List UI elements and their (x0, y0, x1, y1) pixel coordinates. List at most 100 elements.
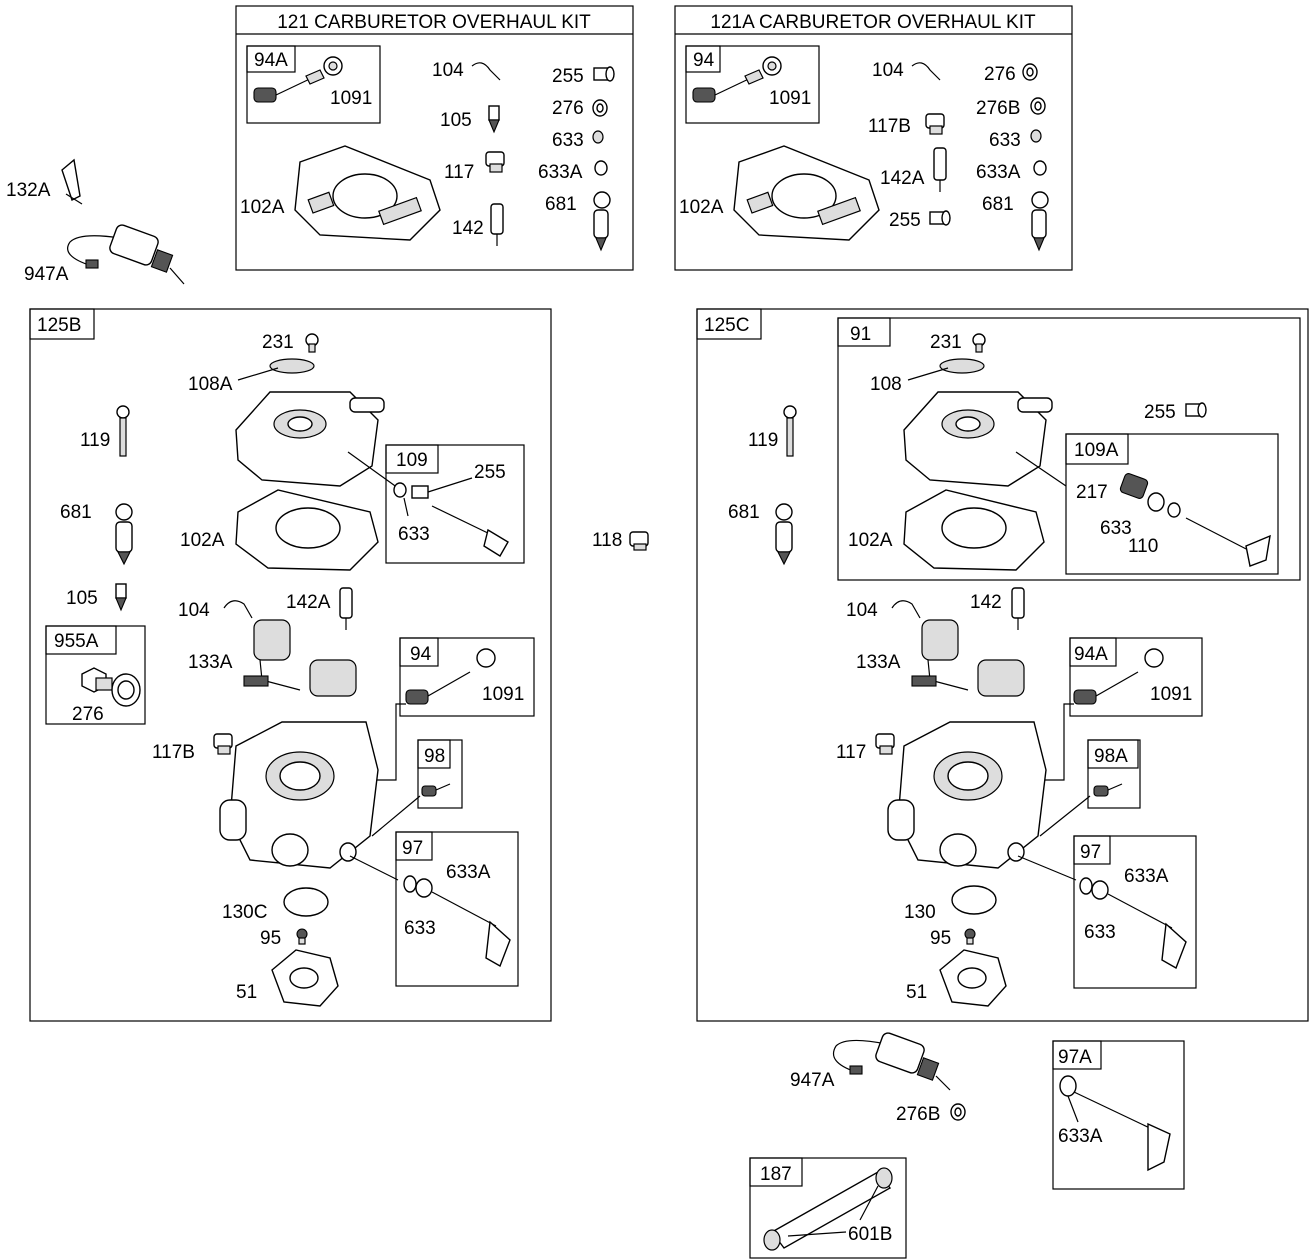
kit-121a-label-102a: 102A (679, 197, 724, 218)
screw-icon (296, 928, 308, 945)
bracket-icon (61, 158, 83, 205)
kit-121a-label-1091: 1091 (769, 88, 811, 109)
needle-valve-icon (405, 648, 496, 705)
label-118: 118 (592, 530, 622, 551)
clip-icon (223, 600, 253, 619)
leader-line (1017, 855, 1077, 881)
leader-line (859, 1185, 879, 1221)
bushing-icon (929, 210, 951, 226)
asm125c-label-95: 95 (930, 928, 951, 949)
bushing-icon (1185, 402, 1207, 418)
assembly-125c-group: 125C 91 231 108 255 102A 109A (696, 308, 1309, 1022)
assembly-125c-label: 125C (704, 315, 749, 336)
assembly-125c-frame (696, 308, 1309, 1022)
kit-121a-label-633a: 633A (976, 162, 1021, 183)
leader-line (362, 703, 406, 781)
kit-121-label-255: 255 (552, 66, 584, 87)
asm125c-label-142: 142 (970, 592, 1002, 613)
needle-valve-icon (253, 56, 343, 103)
cover-plate-icon (939, 358, 985, 374)
asm125b-label-105: 105 (66, 588, 98, 609)
sub-187-group: 187 601B (749, 1157, 907, 1259)
idle-screw-icon (1093, 783, 1123, 797)
fuel-hose-icon (763, 1167, 893, 1251)
asm125c-sub-91-frame (837, 317, 1301, 581)
label-947a-bottom: 947A (790, 1070, 835, 1091)
asm125c-sub-98a-label: 98A (1094, 746, 1128, 767)
asm125c-sub-97-label: 97 (1080, 842, 1101, 863)
asm125b-sub-955a-label: 955A (54, 631, 99, 652)
clip-icon (891, 600, 921, 619)
asm125c-label-681: 681 (728, 502, 760, 523)
choke-shaft-icon (1079, 877, 1187, 970)
asm125c-sub-97-frame (1073, 835, 1197, 989)
asm125b-sub-109-label-255: 255 (474, 462, 506, 483)
asm125b-label-51: 51 (236, 982, 257, 1003)
kit-121a-label-276b: 276B (976, 98, 1020, 119)
kit-121-title: 121 CARBURETOR OVERHAUL KIT (277, 12, 591, 33)
kit-121-sub-94a-frame (246, 45, 381, 124)
asm125b-sub-109-tag (385, 444, 439, 474)
screw-icon (305, 333, 319, 353)
asm125c-sub-109a-label-217: 217 (1076, 482, 1108, 503)
asm125c-sub-91-label-255: 255 (1144, 402, 1176, 423)
leader-line (347, 451, 399, 489)
asm125b-sub-97-label-633a: 633A (446, 862, 491, 883)
leader-line (1015, 451, 1067, 487)
kit-121-label-105: 105 (440, 110, 472, 131)
bushing-icon (593, 66, 615, 82)
asm125b-label-130c: 130C (222, 902, 267, 923)
clip-icon (471, 62, 501, 81)
screw-icon (972, 333, 986, 353)
kit-121a-label-276: 276 (984, 64, 1016, 85)
primer-bulb-icon (115, 503, 133, 566)
kit-121-label-102a: 102A (240, 197, 285, 218)
leader-line (907, 367, 949, 381)
asm125b-sub-98-tag (417, 739, 451, 769)
asm125c-sub-91-tag (837, 317, 891, 347)
cover-plate-icon (269, 358, 315, 374)
asm125c-sub-109a-label: 109A (1074, 440, 1119, 461)
carburetor-cover-icon (903, 391, 1053, 487)
screw-icon (964, 928, 976, 945)
kit-121-label-104: 104 (432, 60, 464, 81)
asm125b-label-231: 231 (262, 332, 294, 353)
asm125b-sub-97-frame (395, 831, 519, 987)
asm125b-label-104: 104 (178, 600, 210, 621)
needle-valve-icon (692, 56, 782, 103)
washer-icon (1147, 492, 1165, 512)
asm125b-sub-955a-tag (45, 625, 117, 655)
leader-line (427, 477, 473, 493)
seal-icon (1167, 502, 1181, 518)
kit-121-label-681: 681 (545, 194, 577, 215)
kit-121a-label-255: 255 (889, 210, 921, 231)
asm125c-label-130: 130 (904, 902, 936, 923)
kit-121a-label-117b: 117B (868, 116, 911, 137)
kit-121-label-117: 117 (444, 162, 474, 183)
seal-icon (594, 160, 608, 176)
sub-97a-label: 97A (1058, 1047, 1092, 1068)
kit-121-group: 121 CARBURETOR OVERHAUL KIT 94A 1091 102… (235, 5, 634, 271)
assembly-125b-group: 125B 231 108A 119 681 102A 105 (29, 308, 552, 1022)
drain-plug-icon (81, 667, 113, 693)
clip-icon (911, 62, 941, 81)
asm125b-sub-97-label: 97 (402, 838, 423, 859)
asm125b-label-102a: 102A (180, 530, 225, 551)
assembly-125b-frame (29, 308, 552, 1022)
throttle-shaft-icon (393, 482, 509, 557)
leader-line (787, 1231, 847, 1237)
seal-icon (1033, 160, 1047, 176)
emulsion-tube-icon (490, 203, 504, 246)
screw-icon (116, 405, 130, 457)
gasket-icon (939, 949, 1007, 1007)
solenoid-icon (832, 1032, 951, 1091)
washer-icon (592, 99, 608, 117)
asm125b-sub-97-tag (395, 831, 433, 861)
asm125b-sub-94-label-1091: 1091 (482, 684, 524, 705)
primer-bulb-icon (593, 191, 611, 252)
asm125c-sub-97-label-633: 633 (1084, 922, 1116, 943)
asm125c-sub-109a-tag (1065, 433, 1129, 465)
asm125c-sub-109a-label-110: 110 (1128, 536, 1158, 557)
jet-icon (485, 151, 505, 173)
assembly-125c-tag (696, 308, 762, 340)
